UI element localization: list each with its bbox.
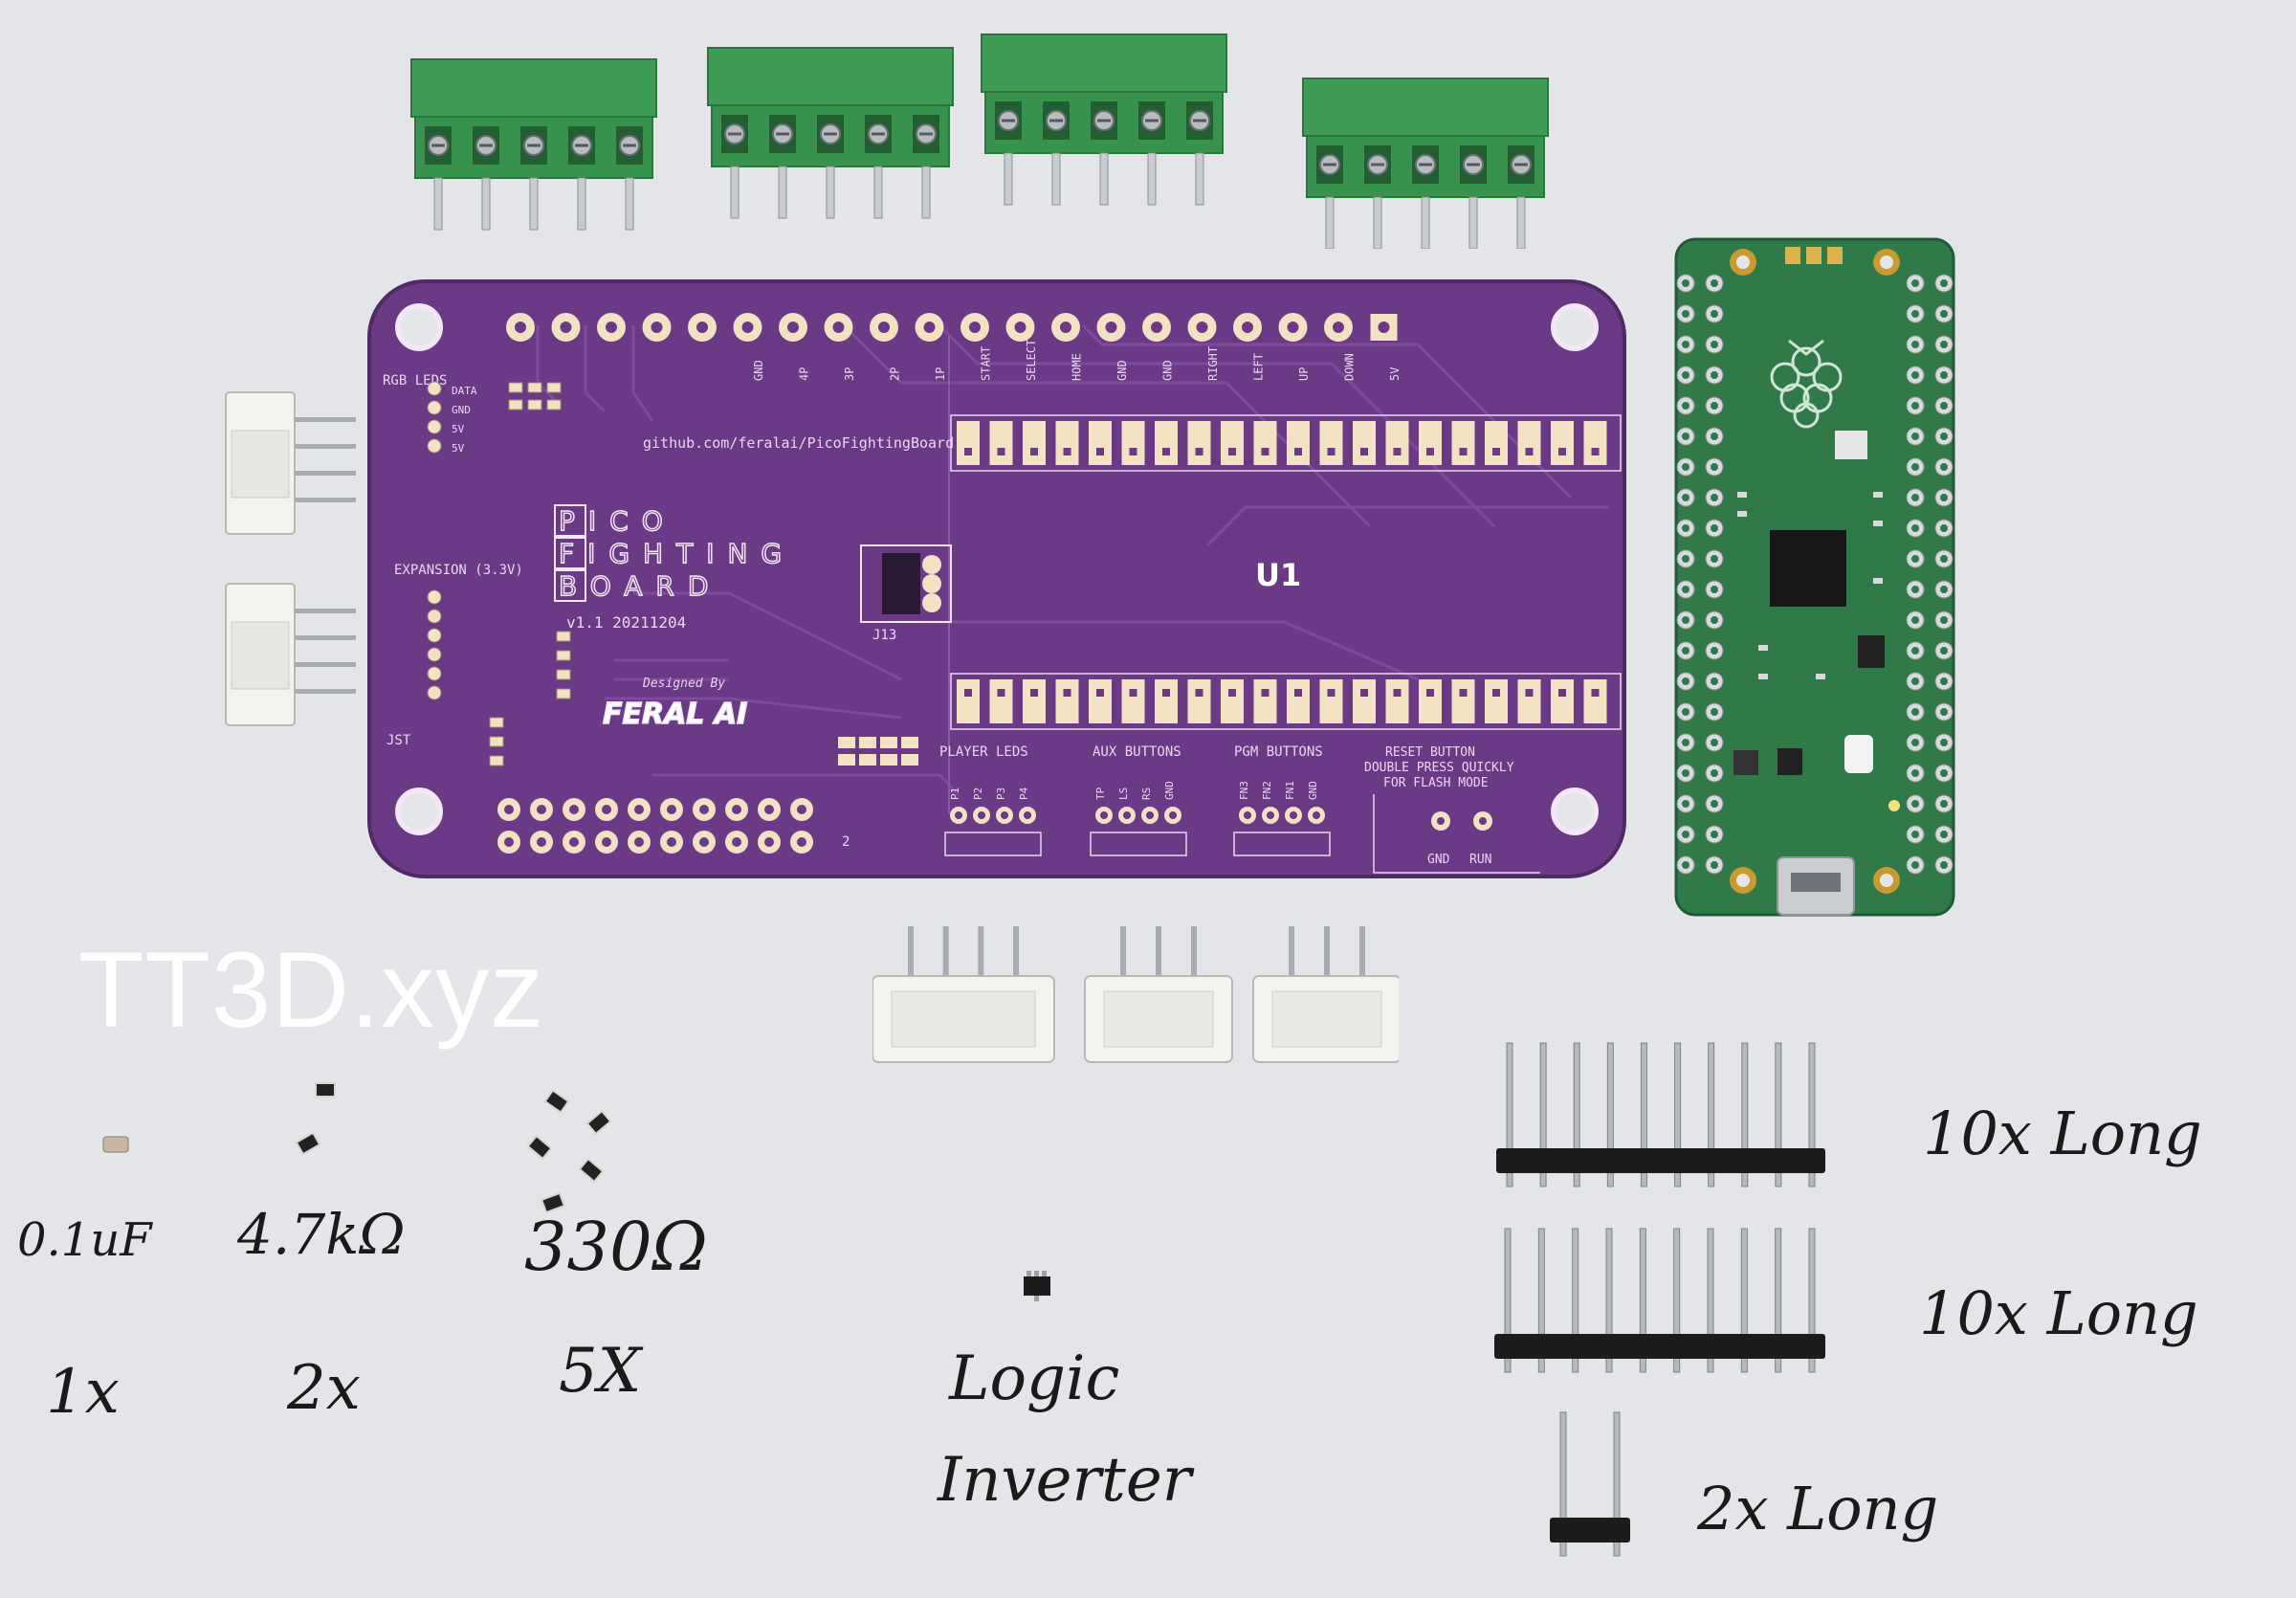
player-pin-label: P2 (972, 788, 984, 800)
jst-connector-3 (1252, 926, 1399, 1063)
top-pin-label: 3P (843, 367, 856, 381)
version-label: v1.1 20211204 (566, 613, 686, 632)
pico-fighting-board-pcb: GND 4P 3P 2P 1P START SELECT HOME GND GND RIGHT LEF… (367, 279, 1626, 878)
top-pin-label: HOME (1071, 353, 1084, 381)
terminal-block-1 (410, 58, 657, 231)
jst-connectors-left (225, 391, 356, 726)
part-label-cap: 0.1uF (17, 1213, 152, 1267)
top-pin-label: 1P (934, 367, 947, 381)
part-qty-cap: 1x (46, 1357, 120, 1428)
smd-components (102, 1082, 1050, 1301)
designer-label: FERAL AI (603, 698, 747, 731)
aux-pin-label: LS (1117, 788, 1130, 800)
aux-pin-label: TP (1094, 787, 1107, 800)
jst-label: JST (386, 733, 411, 748)
top-pin-label: DOWN (1343, 353, 1357, 381)
top-pin-label: 2P (889, 367, 902, 381)
reset-pin-label: RUN (1469, 853, 1491, 867)
top-pin-label: 5V (1388, 367, 1402, 381)
logic-label-2: Inverter (938, 1445, 1192, 1516)
logic-label-1: Logic (949, 1343, 1120, 1414)
part-qty-330: 5X (559, 1336, 642, 1407)
reset-line-2: DOUBLE PRESS QUICKLY (1364, 761, 1514, 775)
header-label-1: 10x Long (1923, 1099, 2202, 1168)
terminal-block-3 (981, 33, 1227, 206)
top-pin-label: 4P (798, 367, 811, 381)
part-qty-4k7: 2x (287, 1353, 361, 1424)
logo-line-3: BOARD (559, 570, 721, 602)
board-logo: PICO FIGHTING BOARD (554, 504, 795, 603)
top-pin-label: GND (752, 360, 765, 381)
player-pin-label: P4 (1018, 787, 1030, 800)
rgb-pin-4: 5V (452, 442, 465, 455)
top-pin-label: START (980, 346, 993, 381)
top-pin-label: SELECT (1025, 340, 1038, 381)
top-pin-label: GND (1161, 360, 1175, 381)
reset-line-1: RESET BUTTON (1385, 745, 1475, 760)
header-label-3: 2x Long (1697, 1474, 1939, 1543)
logo-line-1: PICO (559, 505, 676, 537)
top-pin-label: RIGHT (1206, 346, 1220, 381)
rgb-pin-1: DATA (452, 385, 477, 397)
watermark-text: TT3D.xyz (78, 930, 545, 1050)
rgb-pin-2: GND (452, 404, 471, 416)
player-leds-label: PLAYER LEDS (939, 744, 1028, 760)
pin-header (1494, 1228, 1825, 1373)
pgm-pin-label: FN2 (1261, 781, 1273, 800)
j13-label: J13 (872, 628, 896, 643)
aux-pin-label: RS (1140, 788, 1153, 800)
jst-connectors-bottom (872, 926, 1399, 1063)
reset-pin-label: GND (1427, 853, 1450, 867)
player-pin-label: P3 (995, 788, 1007, 800)
u1-label: U1 (1255, 557, 1301, 593)
raspberry-logo-icon (1770, 339, 1843, 429)
reset-line-3: FOR FLASH MODE (1383, 776, 1489, 790)
github-url: github.com/feralai/PicoFightingBoard (643, 434, 954, 452)
pgm-pin-label: GND (1307, 781, 1319, 800)
terminal-blocks (410, 33, 1549, 249)
aux-pin-label: GND (1163, 781, 1176, 800)
pgm-pin-label: FN1 (1284, 781, 1296, 800)
rgb-pin-3: 5V (452, 423, 465, 435)
jst-connector-2 (1084, 926, 1233, 1063)
player-pin-label: P1 (949, 788, 961, 800)
pgm-pin-label: FN3 (1238, 781, 1250, 800)
j13-jumper (860, 544, 952, 623)
top-pin-label: UP (1297, 367, 1311, 381)
logo-line-2: FIGHTING (559, 538, 795, 569)
terminal-block-4 (1302, 78, 1549, 249)
expansion-label: EXPANSION (3.3V) (394, 563, 523, 578)
header-label-2: 10x Long (1919, 1278, 2198, 1348)
designed-by-label: Designed By (642, 677, 725, 691)
part-label-4k7: 4.7kΩ (237, 1202, 406, 1267)
pin-headers (1494, 1042, 1825, 1557)
jst-connector-1 (872, 926, 1055, 1063)
pin-header (1496, 1042, 1825, 1187)
raspberry-pi-pico (1674, 237, 1955, 917)
top-pin-label: GND (1115, 360, 1129, 381)
pin-header (1550, 1411, 1630, 1557)
pgm-buttons-label: PGM BUTTONS (1234, 744, 1323, 760)
aux-buttons-label: AUX BUTTONS (1093, 744, 1181, 760)
part-label-330: 330Ω (524, 1208, 708, 1286)
terminal-block-2 (707, 47, 954, 219)
header-number: 2 (842, 834, 850, 850)
top-pin-label: LEFT (1252, 353, 1266, 381)
